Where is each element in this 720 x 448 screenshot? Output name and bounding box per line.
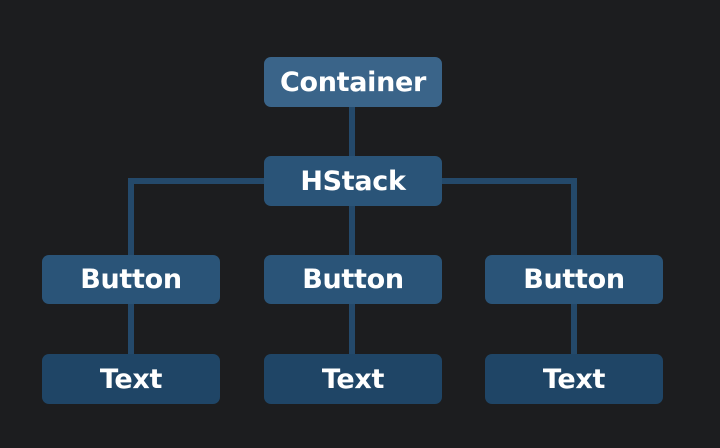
button-label: Button: [523, 264, 625, 295]
hstack-label: HStack: [300, 165, 406, 197]
text-label: Text: [542, 363, 606, 395]
button-label: Button: [80, 264, 182, 295]
button-node: Button: [485, 255, 663, 304]
text-node: Text: [42, 354, 220, 404]
button-label: Button: [302, 264, 404, 295]
hstack-node: HStack: [264, 156, 442, 206]
container-label: Container: [279, 66, 427, 98]
button-node: Button: [42, 255, 220, 304]
text-node: Text: [485, 354, 663, 404]
text-label: Text: [321, 363, 385, 395]
button-node: Button: [264, 255, 442, 304]
text-node: Text: [264, 354, 442, 404]
container-node: Container: [264, 57, 442, 107]
text-label: Text: [99, 363, 163, 395]
